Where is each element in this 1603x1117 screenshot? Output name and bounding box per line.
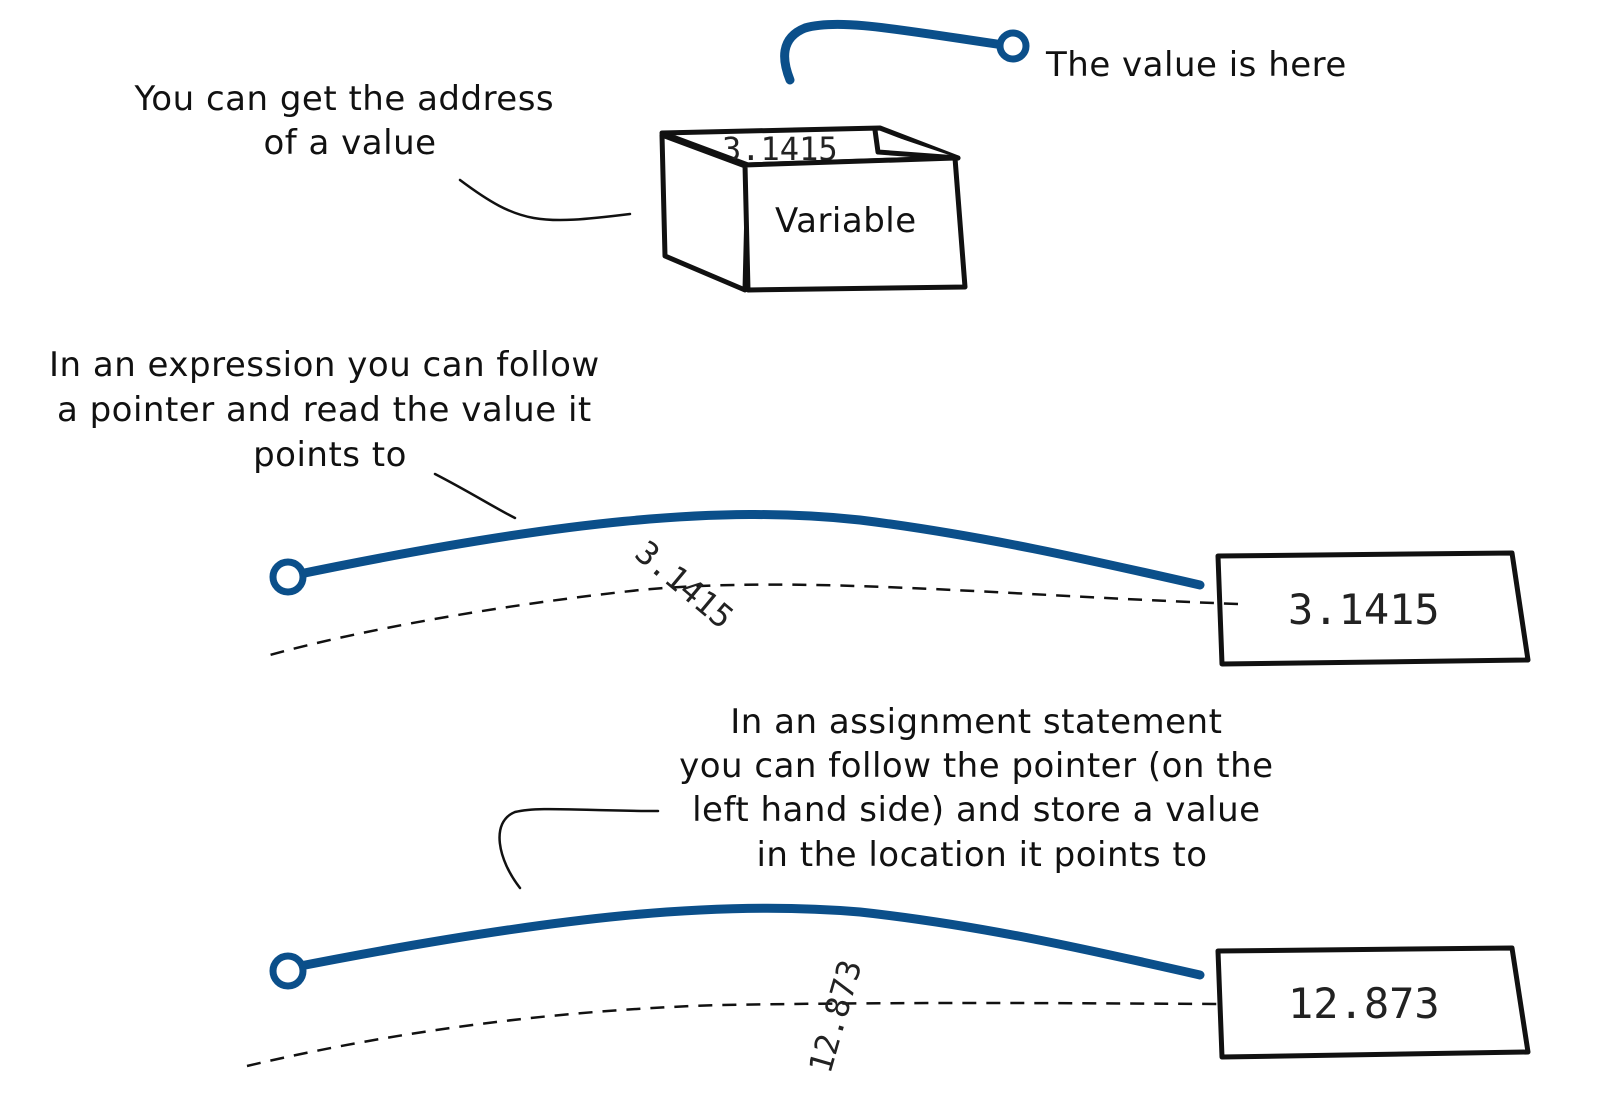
expression-target-value: 3.1415 bbox=[1288, 585, 1440, 634]
assignment-store-flow: 12.873 bbox=[246, 956, 1219, 1078]
assignment-note-arrow bbox=[498, 807, 660, 890]
expression-note: In an expression you can follow a pointe… bbox=[49, 345, 611, 475]
expression-note-line-2: a pointer and read the value it bbox=[57, 390, 592, 430]
address-note: You can get the address of a value bbox=[134, 79, 566, 163]
address-note-line-1: You can get the address bbox=[134, 79, 555, 119]
assignment-pointer bbox=[269, 903, 1205, 990]
expression-pointer-origin-icon bbox=[269, 558, 307, 596]
expression-note-line-3: points to bbox=[253, 435, 407, 475]
assignment-note-line-3: left hand side) and store a value bbox=[692, 790, 1261, 830]
assignment-note: In an assignment statement you can follo… bbox=[679, 702, 1285, 875]
variable-box-label: Variable bbox=[775, 201, 917, 241]
assignment-note-line-2: you can follow the pointer (on the bbox=[679, 746, 1274, 786]
expression-pointer bbox=[269, 510, 1205, 596]
assignment-note-line-4: in the location it points to bbox=[756, 835, 1207, 875]
assignment-flow-value: 12.873 bbox=[801, 956, 869, 1078]
expression-target-box: 3.1415 bbox=[1215, 550, 1531, 667]
value-pointer bbox=[780, 19, 1030, 85]
address-note-line-2: of a value bbox=[263, 123, 436, 163]
assignment-pointer-origin-icon bbox=[269, 952, 307, 990]
expression-note-line-1: In an expression you can follow bbox=[49, 345, 600, 385]
variable-box: 3.1415 Variable bbox=[659, 125, 968, 293]
assignment-target-value: 12.873 bbox=[1288, 979, 1440, 1028]
assignment-note-line-1: In an assignment statement bbox=[730, 702, 1222, 742]
expression-note-arrow bbox=[433, 472, 517, 520]
assignment-target-box: 12.873 bbox=[1215, 945, 1531, 1060]
pointer-origin-icon bbox=[996, 29, 1030, 63]
address-arrow bbox=[458, 178, 632, 222]
value-note: The value is here bbox=[1045, 45, 1347, 85]
